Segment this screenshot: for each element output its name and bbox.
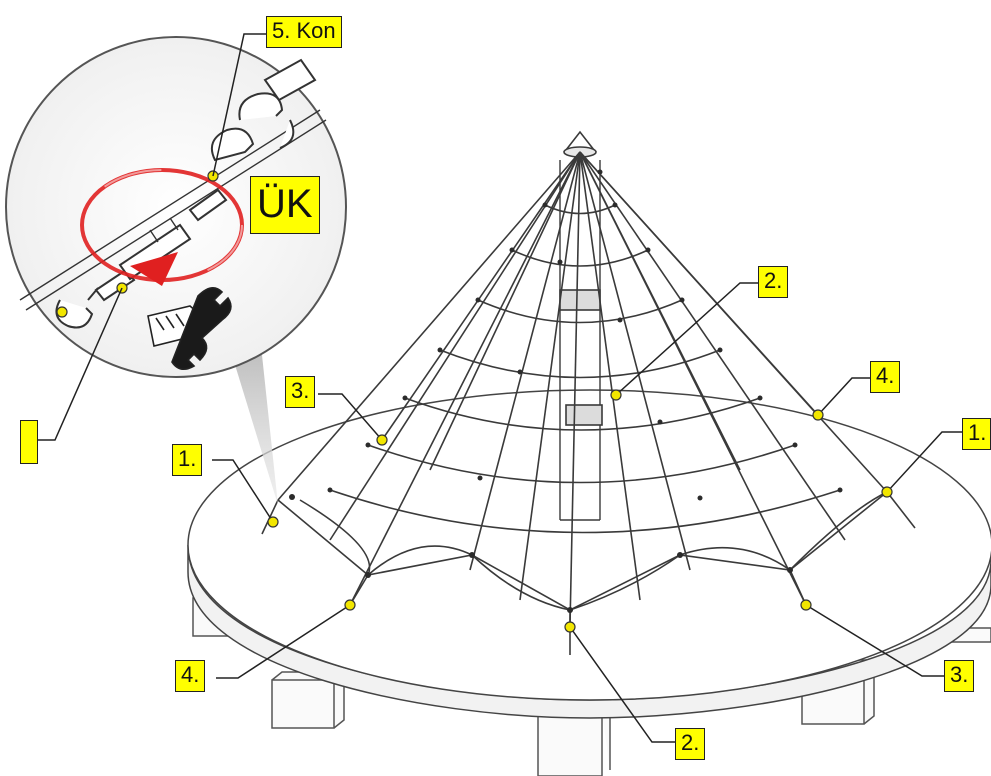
magnifier-beam	[232, 355, 278, 505]
base-platform	[187, 389, 991, 719]
leader-lines	[38, 33, 962, 743]
detail-magnifier	[5, 36, 347, 378]
callout-3-left: 3.	[285, 376, 316, 408]
callout-5-kon: 5. Kon	[266, 16, 342, 48]
marker-dots	[267, 389, 893, 633]
rope-connectors	[289, 169, 843, 613]
rope-net-pyramid	[261, 130, 916, 655]
callout-2-top: 2.	[758, 266, 789, 298]
callout-4-right: 4.	[870, 361, 901, 393]
callout-4-left: 4.	[175, 660, 206, 692]
callout-uk: ÜK	[250, 176, 320, 234]
callout-1-right: 1.	[962, 418, 991, 450]
callout-2-bottom: 2.	[675, 728, 706, 760]
rotation-arrow-icon	[80, 168, 244, 286]
callout-1-left: 1.	[172, 444, 203, 476]
callout-blank	[20, 420, 38, 464]
hand-wrench-icon	[147, 287, 232, 370]
callout-3-right: 3.	[944, 660, 975, 692]
